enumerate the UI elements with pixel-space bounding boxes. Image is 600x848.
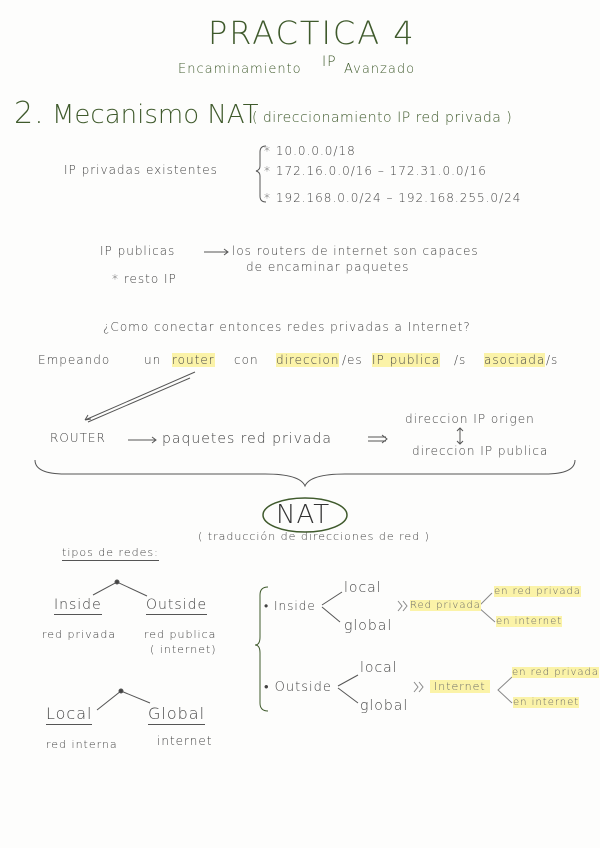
public-ips-label: IP publicas	[100, 244, 176, 258]
scheme-inside-local: local	[344, 580, 382, 596]
scheme-outside-global: global	[360, 698, 409, 714]
scheme-out-en-internet: en internet	[513, 697, 580, 708]
dst-address: direccion IP publica	[412, 444, 549, 458]
answer-direccion: direccion	[276, 353, 340, 367]
private-ips-label: IP privadas existentes	[64, 163, 218, 177]
answer-ip-publica: IP publica	[372, 353, 441, 367]
double-arrow	[368, 434, 388, 444]
router-label: ROUTER	[50, 431, 106, 445]
subtitle-3: Avanzado	[344, 62, 416, 77]
answer-4: con	[234, 353, 259, 367]
answer-8: /s	[454, 353, 467, 367]
public-ips-desc1: los routers de internet son capaces	[232, 244, 479, 258]
branch-inside	[321, 591, 343, 623]
type-inside: Inside	[54, 597, 102, 615]
subtitle-1: Encaminamiento	[178, 62, 302, 77]
src-address: direccion IP origen	[405, 412, 535, 426]
answer-6: /es	[342, 353, 363, 367]
question: ¿Como conectar entonces redes privadas a…	[103, 320, 471, 334]
arrow-packets	[128, 436, 157, 444]
section-title: Mecanismo NAT	[52, 100, 259, 130]
brace-horizontal	[34, 459, 576, 488]
scheme-inside-global: global	[344, 618, 393, 634]
outside-desc-1: red publica	[144, 628, 217, 641]
updown-arrow	[456, 427, 464, 445]
public-ips-note: * resto IP	[112, 272, 177, 286]
type-outside: Outside	[146, 597, 208, 615]
tree-inside-outside	[92, 581, 148, 597]
scheme-outside-local: local	[360, 660, 398, 676]
scheme-outside: • Outside	[264, 680, 332, 695]
public-ips-desc2: de encaminar paquetes	[246, 260, 410, 274]
nat-label: NAT	[276, 500, 331, 530]
inside-desc: red privada	[42, 628, 117, 641]
type-global: Global	[148, 704, 206, 725]
page-title: PRACTICA 4	[208, 14, 416, 52]
types-heading: tipos de redes:	[62, 546, 159, 561]
section-number: 2.	[14, 96, 45, 131]
answer-10: /s	[546, 353, 559, 367]
section-paren: ( direccionamiento IP red privada )	[252, 110, 513, 126]
branch-outside	[337, 674, 359, 704]
arrow-router	[84, 371, 196, 423]
nat-circle	[262, 497, 348, 533]
packets-label: paquetes red privada	[162, 431, 332, 447]
scheme-red-privada: Red privada	[410, 600, 481, 611]
brace-private	[255, 145, 267, 203]
private-ip-1: * 10.0.0.0/18	[264, 144, 356, 158]
brace-scheme	[254, 586, 269, 712]
scheme-in-en-internet: en internet	[496, 616, 563, 627]
type-local: Local	[46, 704, 93, 725]
nat-expansion: ( traducción de direcciones de red )	[198, 530, 430, 543]
tree-local-global	[96, 690, 151, 711]
branch-internet	[413, 676, 513, 704]
scheme-out-en-red-privada: en red privada	[512, 667, 599, 678]
outside-desc-2: ( internet)	[150, 643, 217, 656]
private-ip-2: * 172.16.0.0/16 – 172.31.0.0/16	[264, 164, 487, 178]
scheme-in-en-red-privada: en red privada	[494, 586, 581, 597]
global-desc: internet	[157, 734, 213, 748]
subtitle-2: IP	[322, 54, 337, 70]
answer-1: Empeando	[38, 353, 111, 367]
scheme-inside: • Inside	[264, 599, 316, 613]
local-desc: red interna	[46, 738, 118, 751]
private-ip-3: * 192.168.0.0/24 – 192.168.255.0/24	[264, 191, 522, 205]
answer-2: un	[144, 353, 162, 367]
scheme-internet: Internet	[430, 680, 490, 693]
answer-router: router	[172, 353, 215, 367]
answer-asociada: asociada	[484, 353, 546, 367]
arrow-public	[204, 248, 229, 256]
